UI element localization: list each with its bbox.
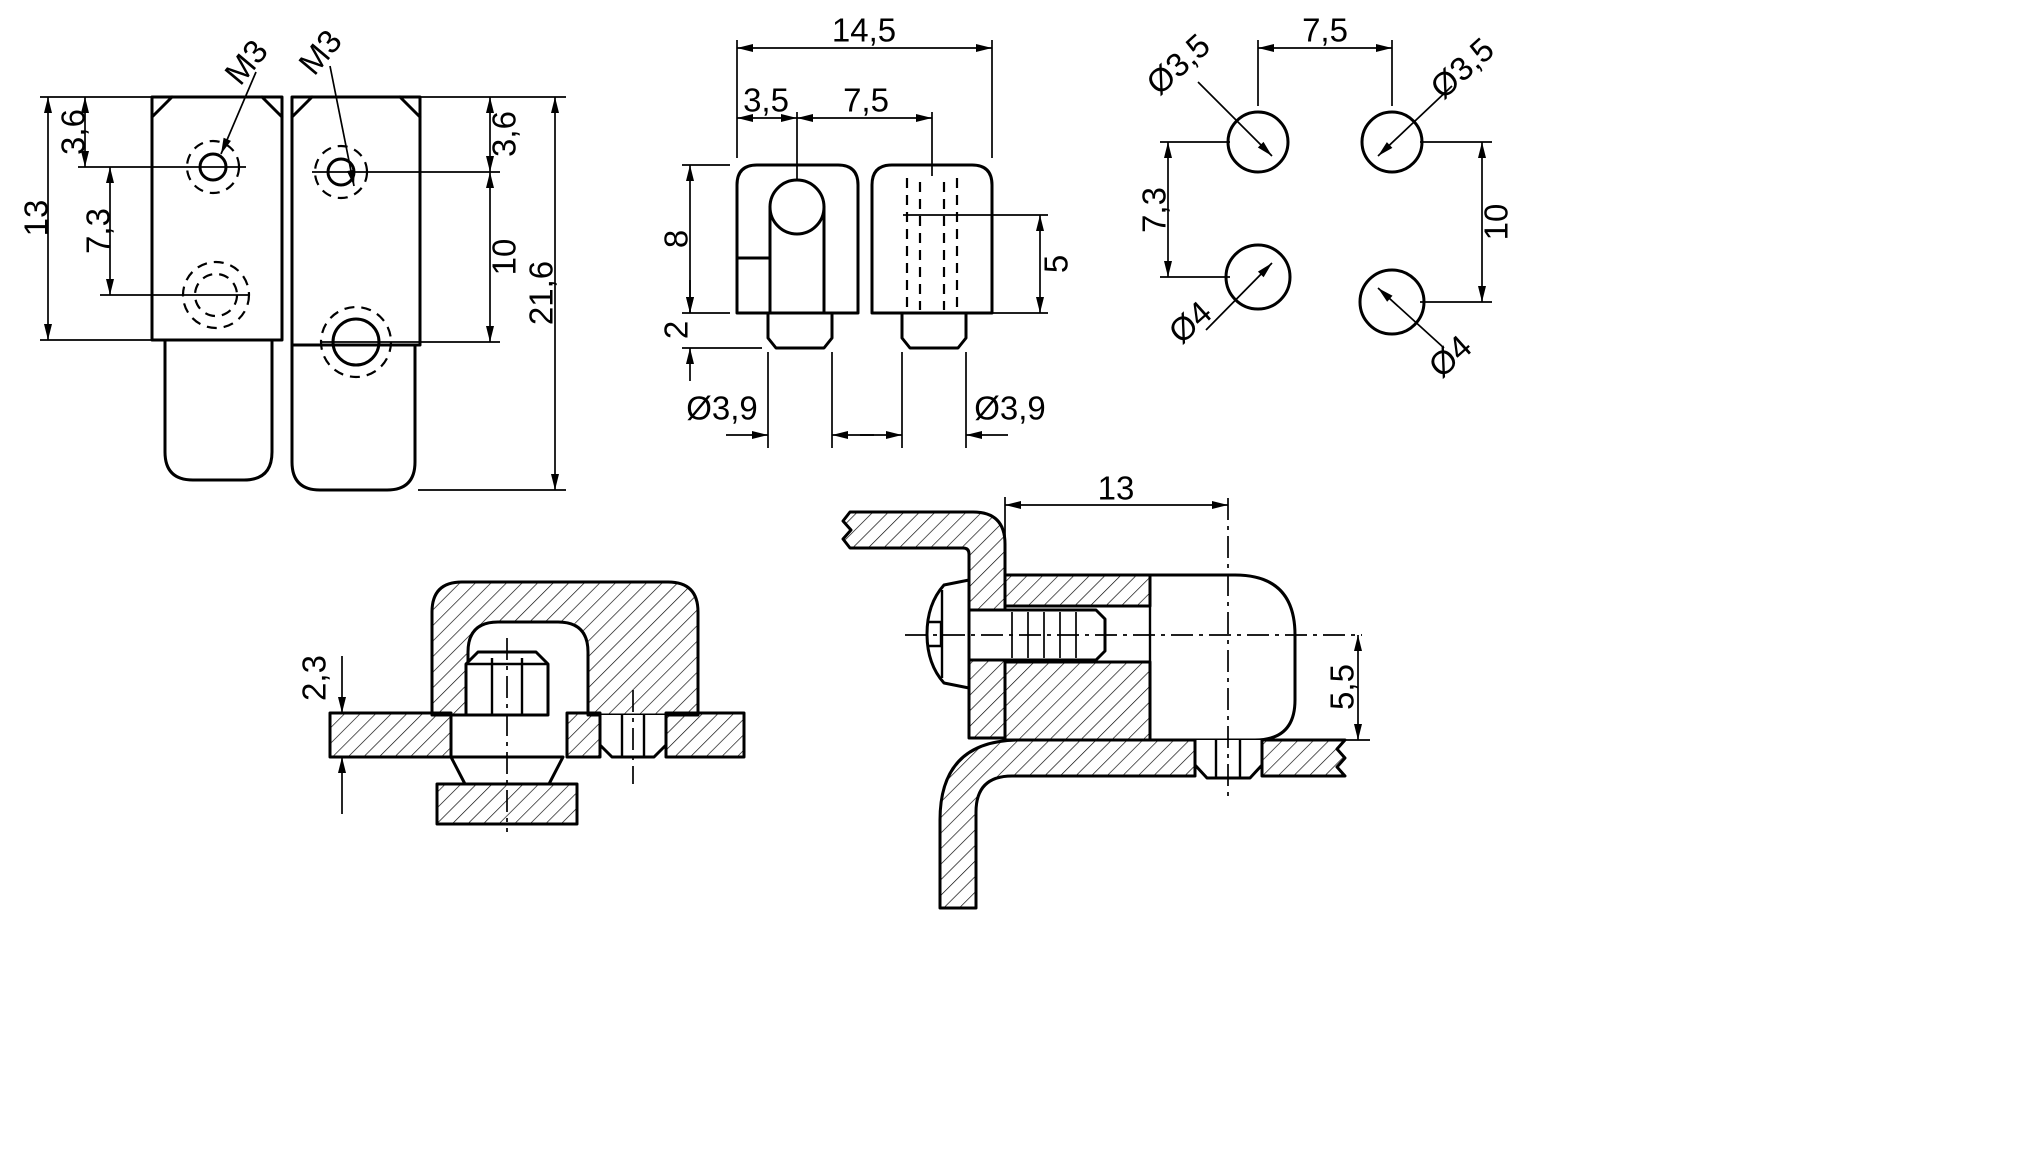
dim-label-55: 5,5 xyxy=(1324,664,1361,710)
dim-label-75: 7,5 xyxy=(843,82,889,119)
panel-segment-right xyxy=(664,711,746,759)
dim-label-dia4-left: Ø4 xyxy=(1161,294,1218,351)
centerlines xyxy=(506,638,634,832)
dim-label-73: 7,3 xyxy=(80,208,117,254)
leader-m3-right xyxy=(329,65,355,187)
housing-boss-section-lower xyxy=(1003,660,1152,742)
right-leaf-tab-outline xyxy=(290,343,417,492)
screw-head xyxy=(925,578,971,690)
dim-label-145: 14,5 xyxy=(832,12,896,49)
dim-label-36-right: 3,6 xyxy=(486,111,523,157)
snap-pin-slot-lines xyxy=(620,715,646,757)
dim-label-35: 3,5 xyxy=(743,82,789,119)
housing-boss-section-upper xyxy=(1003,573,1152,608)
dim-label-dia35-right: Ø3,5 xyxy=(1423,30,1501,105)
thread-label-m3-left: M3 xyxy=(217,33,275,92)
clamp-slot-lines xyxy=(735,205,826,315)
dim-label-2: 2 xyxy=(658,321,695,339)
housing-section xyxy=(430,580,700,717)
left-leaf-outline xyxy=(150,95,284,342)
front-section-view: 2,3 xyxy=(296,580,746,832)
screw-bore-lines xyxy=(1005,600,1152,668)
dim-label-75: 7,5 xyxy=(1302,12,1348,49)
dim-label-23: 2,3 xyxy=(296,655,333,701)
right-leaf-outline xyxy=(290,95,422,347)
hidden-slot-lines xyxy=(905,178,959,313)
centerlines xyxy=(905,498,1362,800)
thread-label-m3-right: M3 xyxy=(291,23,349,82)
leader-m3-left xyxy=(220,71,257,155)
dim-label-39-right: Ø3,9 xyxy=(974,390,1046,427)
screw-head-recess-lines xyxy=(927,590,944,678)
dim-label-10: 10 xyxy=(1478,204,1515,241)
dim-label-216: 21,6 xyxy=(523,261,560,325)
captive-screw-detail-lines xyxy=(466,658,548,715)
left-clamp-outline xyxy=(735,163,860,315)
front-view: M3 M3 13 3,6 7,3 3,6 10 21,6 xyxy=(18,23,566,492)
dim-label-10: 10 xyxy=(486,239,523,276)
left-leaf-tab-outline xyxy=(163,338,274,482)
dim-label-13: 13 xyxy=(18,200,55,237)
dim-label-8: 8 xyxy=(658,230,695,248)
extension-lines xyxy=(682,40,1048,448)
leader-dia-bottom-right xyxy=(1377,287,1445,349)
leader-dia-bottom-left xyxy=(1205,262,1273,331)
dim-label-39-left: Ø3,9 xyxy=(686,390,758,427)
side-view: 14,5 3,5 7,5 8 2 5 Ø3,9 Ø3,9 xyxy=(658,12,1075,448)
right-pin-outline xyxy=(900,311,968,350)
pattern-hole-bottom-right xyxy=(1358,268,1426,336)
panel-segment-left xyxy=(328,711,453,759)
hole-pattern-view: 7,5 Ø3,5 Ø3,5 7,3 10 Ø4 Ø4 xyxy=(1136,12,1515,385)
left-pin-outline xyxy=(766,311,834,350)
snap-pin-slot-lines xyxy=(1214,740,1242,778)
bracket-base-right-section xyxy=(1260,738,1347,778)
leader-dia-top-left xyxy=(1197,81,1273,157)
leader-dia-top-right xyxy=(1377,85,1453,157)
side-section-view: 13 5,5 xyxy=(841,470,1370,910)
clamp-hole xyxy=(768,178,826,236)
right-clamp-outline xyxy=(870,163,994,315)
dim-label-5: 5 xyxy=(1038,255,1075,273)
extension-lines xyxy=(1160,40,1492,303)
dim-label-13: 13 xyxy=(1098,470,1135,507)
panel-segment-middle xyxy=(565,711,602,759)
dim-label-73: 7,3 xyxy=(1136,187,1173,233)
bracket-base-left-section xyxy=(938,738,1197,910)
chamfer-lines xyxy=(150,95,422,119)
dim-label-36-left: 3,6 xyxy=(55,109,92,155)
